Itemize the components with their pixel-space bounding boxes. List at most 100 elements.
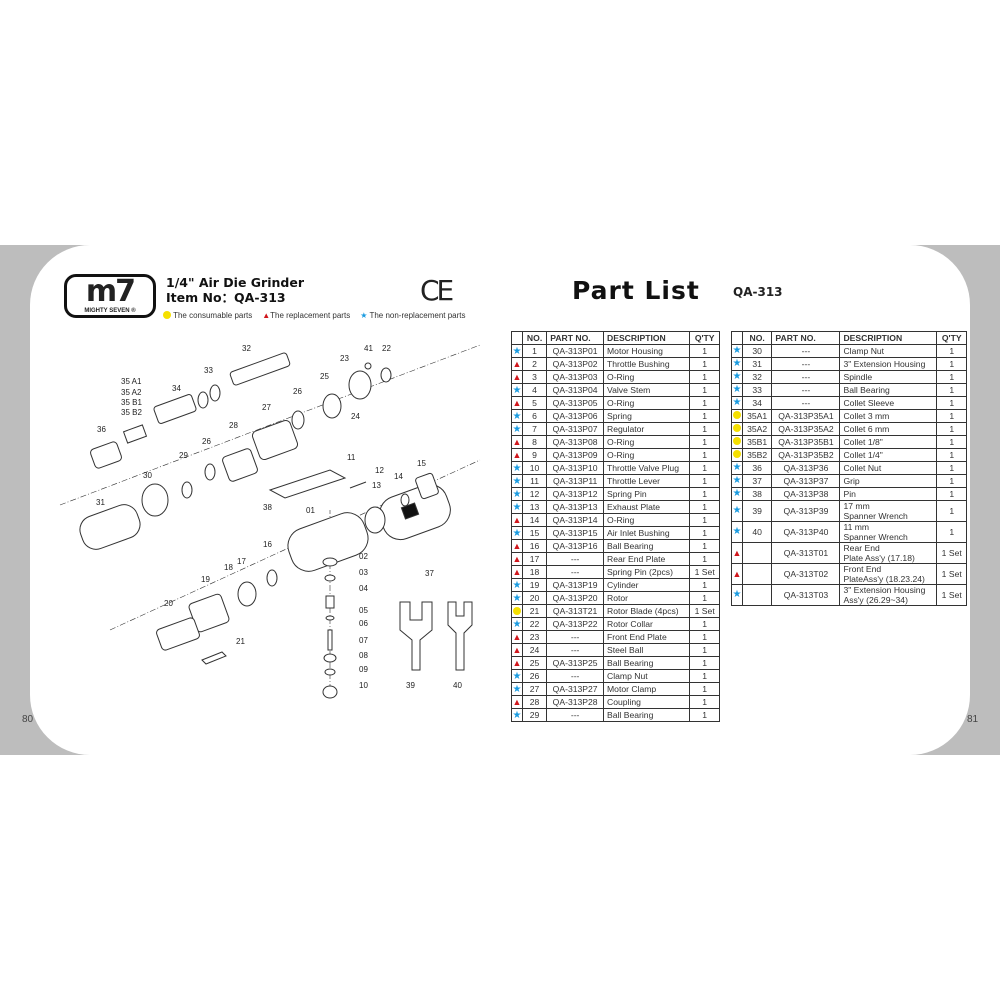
symbol-legend: The consumable parts ▲The replacement pa… <box>163 311 466 320</box>
part-number-index <box>741 563 773 585</box>
callout: 24 <box>351 412 360 421</box>
part-number: QA-313P27 <box>546 682 605 696</box>
callout: 26 <box>293 387 302 396</box>
part-number: QA-313P39 <box>771 500 841 522</box>
callout: 07 <box>359 636 368 645</box>
part-number: QA-313P38 <box>771 487 841 501</box>
description: O-Ring <box>603 448 691 462</box>
quantity: 1 <box>936 383 967 397</box>
part-number-index: 21 <box>521 604 548 618</box>
column-header: NO. <box>741 331 773 345</box>
callout: 28 <box>229 421 238 430</box>
part-number-index: 1 <box>521 344 548 358</box>
description: Cylinder <box>603 578 691 592</box>
triangle-icon: ▲ <box>731 563 743 585</box>
circle-icon <box>163 311 171 319</box>
part-number: QA-313P01 <box>546 344 605 358</box>
callout: 32 <box>242 344 251 353</box>
part-number-index <box>741 542 773 564</box>
description: Air Inlet Bushing <box>603 526 691 540</box>
column-header <box>731 331 743 345</box>
star-icon: ★ <box>511 669 523 683</box>
star-icon: ★ <box>731 500 743 522</box>
callout: 40 <box>453 681 462 690</box>
star-icon: ★ <box>511 474 523 488</box>
description: Throttle Valve Plug <box>603 461 691 475</box>
part-number-index: 37 <box>741 474 773 488</box>
callout: 37 <box>425 569 434 578</box>
star-icon: ★ <box>731 396 743 410</box>
description: Rotor Blade (4pcs) <box>603 604 691 618</box>
star-icon: ★ <box>511 422 523 436</box>
part-number: QA-313P16 <box>546 539 605 553</box>
quantity: 1 <box>689 396 720 410</box>
part-number-index <box>741 584 773 606</box>
callout: 19 <box>201 575 210 584</box>
quantity: 1 <box>689 708 720 722</box>
star-icon: ★ <box>511 591 523 605</box>
exploded-diagram <box>59 344 481 699</box>
quantity: 1 <box>689 617 720 631</box>
triangle-icon: ▲ <box>511 630 523 644</box>
description: Collet Nut <box>839 461 938 475</box>
quantity: 1 <box>936 370 967 384</box>
part-number-index: 27 <box>521 682 548 696</box>
star-icon: ★ <box>731 461 743 475</box>
part-number-index: 29 <box>521 708 548 722</box>
part-number: QA-313P37 <box>771 474 841 488</box>
part-number: QA-313P04 <box>546 383 605 397</box>
triangle-icon: ▲ <box>511 357 523 371</box>
quantity: 1 Set <box>936 584 967 606</box>
star-icon: ★ <box>511 526 523 540</box>
part-number-index: 19 <box>521 578 548 592</box>
triangle-icon: ▲ <box>511 370 523 384</box>
callout: 35 A1 <box>121 377 142 386</box>
description: Collet 1/4" <box>839 448 938 462</box>
callout: 36 <box>97 425 106 434</box>
part-number: QA-313P35B1 <box>771 435 841 449</box>
description: Collet 1/8" <box>839 435 938 449</box>
callout: 25 <box>320 372 329 381</box>
part-number-index: 10 <box>521 461 548 475</box>
quantity: 1 <box>936 500 967 522</box>
callout: 04 <box>359 584 368 593</box>
quantity: 1 <box>936 435 967 449</box>
quantity: 1 <box>689 409 720 423</box>
description: Ball Bearing <box>603 539 691 553</box>
part-number: QA-313P15 <box>546 526 605 540</box>
quantity: 1 Set <box>936 542 967 564</box>
part-number-index: 2 <box>521 357 548 371</box>
page-number-right: 81 <box>967 714 979 725</box>
legend-consumable: The consumable parts <box>163 311 252 320</box>
part-number-index: 12 <box>521 487 548 501</box>
quantity: 1 <box>689 461 720 475</box>
callout: 34 <box>172 384 181 393</box>
part-number: --- <box>546 708 605 722</box>
quantity: 1 <box>936 521 967 543</box>
description: 17 mm Spanner Wrench <box>839 500 938 522</box>
description: Pin <box>839 487 938 501</box>
callout: 21 <box>236 637 245 646</box>
triangle-icon: ▲ <box>511 695 523 709</box>
triangle-icon: ▲ <box>511 539 523 553</box>
callout: 23 <box>340 354 349 363</box>
description: Throttle Lever <box>603 474 691 488</box>
callout: 22 <box>382 344 391 353</box>
quantity: 1 <box>936 448 967 462</box>
part-number: QA-313P35A1 <box>771 409 841 423</box>
part-number-index: 40 <box>741 521 773 543</box>
part-number-index: 35B2 <box>741 448 773 462</box>
star-icon: ★ <box>511 617 523 631</box>
column-header <box>511 331 523 345</box>
